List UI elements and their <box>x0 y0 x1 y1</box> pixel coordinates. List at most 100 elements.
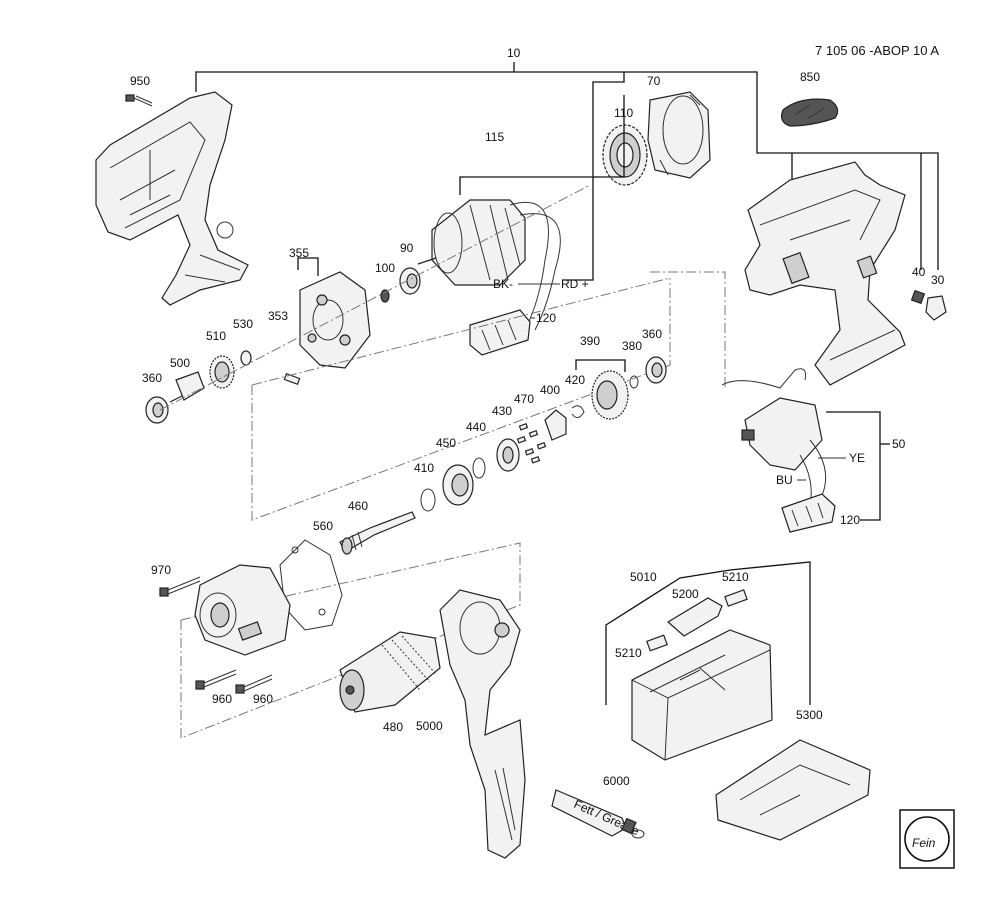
document-code: 7 105 06 -ABOP 10 A <box>815 43 939 58</box>
leader-50 <box>826 411 881 521</box>
label-353: 353 <box>268 309 288 323</box>
ring-380 <box>629 375 639 389</box>
label-wire-ye: YE <box>849 451 865 465</box>
nut-40 <box>910 289 926 305</box>
switch-slider-30 <box>925 295 947 321</box>
cage-430 <box>496 438 520 472</box>
pin-353 <box>283 373 301 385</box>
carry-case-5010 <box>631 629 773 761</box>
label-40: 40 <box>912 265 926 279</box>
gasket-560 <box>279 539 343 631</box>
label-6000: 6000 <box>603 774 630 788</box>
label-960-right: 960 <box>253 692 273 706</box>
label-5000: 5000 <box>416 719 443 733</box>
bearing-90 <box>399 267 421 295</box>
label-470: 470 <box>514 392 534 406</box>
label-560: 560 <box>313 519 333 533</box>
label-410: 410 <box>414 461 434 475</box>
drill-chuck-480 <box>339 631 441 713</box>
label-100: 100 <box>375 261 395 275</box>
axis-lines <box>159 184 726 739</box>
bearing-450 <box>442 464 474 506</box>
front-housing <box>194 564 291 656</box>
motor-115 <box>417 199 561 356</box>
label-450: 450 <box>436 436 456 450</box>
circlip-410 <box>420 488 436 512</box>
ring-100 <box>380 289 390 303</box>
label-430: 430 <box>492 404 512 418</box>
fein-logo: Fein <box>899 809 955 869</box>
label-500: 500 <box>170 356 190 370</box>
leader-390 <box>575 359 626 372</box>
label-120-electronics: 120 <box>840 513 860 527</box>
label-90: 90 <box>400 241 414 255</box>
case-inlay-5300 <box>715 739 871 841</box>
label-380: 380 <box>622 339 642 353</box>
label-460: 460 <box>348 499 368 513</box>
label-115: 115 <box>485 130 504 144</box>
gear-510 <box>209 355 235 389</box>
badge-850 <box>780 98 839 127</box>
label-wire-bk: BK- <box>493 277 513 291</box>
part-labels: 10 950 850 70 110 115 90 100 355 353 530… <box>130 46 945 788</box>
label-wire-bu: BU <box>776 473 793 487</box>
label-390: 390 <box>580 334 600 348</box>
label-510: 510 <box>206 329 226 343</box>
side-handle-5000 <box>439 589 526 859</box>
label-50: 50 <box>892 437 906 451</box>
leader-115 <box>459 95 625 195</box>
label-355: 355 <box>289 246 309 260</box>
clip-420 <box>571 405 585 418</box>
screw-960-right <box>235 674 273 694</box>
label-5210-left: 5210 <box>615 646 642 660</box>
label-5010: 5010 <box>630 570 657 584</box>
label-10: 10 <box>507 46 521 60</box>
ring-gear-110 <box>602 124 648 186</box>
label-950: 950 <box>130 74 150 88</box>
label-30: 30 <box>931 273 945 287</box>
label-400: 400 <box>540 383 560 397</box>
clutch-400 <box>544 409 567 441</box>
label-5300: 5300 <box>796 708 823 722</box>
label-360-left: 360 <box>142 371 162 385</box>
bearing-shield-353 <box>299 271 371 369</box>
spindle-460 <box>339 511 416 555</box>
label-120-motor: 120 <box>536 311 556 325</box>
label-420: 420 <box>565 373 585 387</box>
label-70: 70 <box>647 74 661 88</box>
grease-tube-6000: Fett / Grease <box>551 789 645 839</box>
housing-right-half <box>744 161 906 386</box>
electronics-50 <box>721 368 836 533</box>
bearing-360-right <box>645 356 667 384</box>
ring-440 <box>472 457 486 479</box>
label-110: 110 <box>614 106 633 120</box>
pinion-500 <box>169 371 205 403</box>
logo-text: Fein <box>912 836 936 850</box>
label-960-left: 960 <box>212 692 232 706</box>
label-5210-top: 5210 <box>722 570 749 584</box>
label-850: 850 <box>800 70 820 84</box>
label-530: 530 <box>233 317 253 331</box>
housing-left-half <box>95 91 249 306</box>
gear-390 <box>591 370 629 420</box>
bearing-360-left <box>145 396 169 424</box>
label-5200: 5200 <box>672 587 699 601</box>
screw-960-left <box>195 669 237 690</box>
leader-10 <box>195 62 939 281</box>
label-970: 970 <box>151 563 171 577</box>
label-440: 440 <box>466 420 486 434</box>
pins-470 <box>516 422 547 464</box>
latch-5210-left <box>646 634 668 652</box>
screw-970 <box>159 576 201 597</box>
label-wire-rd: RD + <box>561 277 589 291</box>
leader-5010 <box>605 561 811 705</box>
leader-355 <box>297 257 319 276</box>
washer-530 <box>240 350 252 366</box>
screw-950 <box>125 94 153 107</box>
label-360-right: 360 <box>642 327 662 341</box>
latch-5210-top <box>724 589 748 607</box>
label-480: 480 <box>383 720 403 734</box>
gear-housing-70 <box>647 91 711 179</box>
